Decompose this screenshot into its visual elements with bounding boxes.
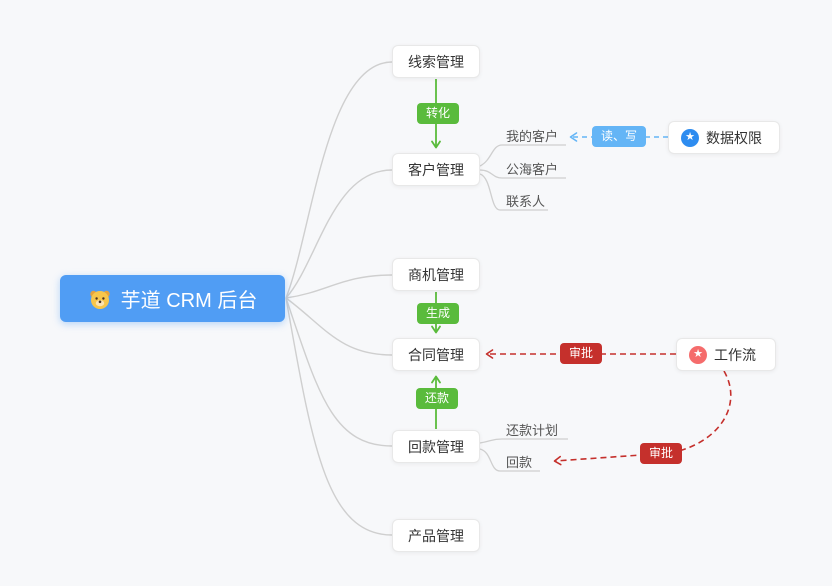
- node-label: 商机管理: [408, 266, 464, 283]
- leaf-label: 我的客户: [506, 129, 559, 144]
- node-label: 工作流: [714, 346, 756, 363]
- edge-label-approve-receivable: 审批: [640, 443, 683, 464]
- edge-label-convert: 转化: [417, 103, 460, 124]
- edge-root-clue: [285, 61, 393, 299]
- dog-mascot-icon: [88, 287, 112, 311]
- edge-root-product: [285, 297, 393, 536]
- node-contract-management[interactable]: 合同管理: [392, 338, 480, 371]
- node-product-management[interactable]: 产品管理: [392, 519, 480, 552]
- edge-label-approve-contract: 审批: [560, 343, 603, 364]
- node-label: 合同管理: [408, 346, 464, 363]
- node-clue-management[interactable]: 线索管理: [392, 45, 480, 78]
- node-label: 回款管理: [408, 438, 464, 455]
- edge-receivable-payment: [479, 448, 540, 472]
- node-customer-management[interactable]: 客户管理: [392, 153, 480, 186]
- leaf-contact[interactable]: 联系人: [506, 191, 545, 210]
- root-node-label: 芋道 CRM 后台: [120, 290, 258, 312]
- edge-customer-my: [479, 144, 566, 167]
- edge-label-repay: 还款: [416, 388, 459, 409]
- leaf-label: 回款: [506, 455, 533, 470]
- leaf-label: 联系人: [506, 194, 546, 209]
- edge-receivable-plan: [479, 438, 568, 444]
- root-node-crm-backend[interactable]: 芋道 CRM 后台: [60, 275, 285, 322]
- node-label: 客户管理: [408, 161, 464, 178]
- edge-customer-contact: [479, 173, 548, 211]
- node-label: 数据权限: [706, 129, 762, 146]
- edge-label-read-write: 读、写: [592, 126, 647, 147]
- leaf-label: 公海客户: [506, 162, 559, 177]
- node-workflow[interactable]: ★ 工作流: [676, 338, 776, 371]
- star-icon: ★: [689, 345, 707, 364]
- leaf-repayment-plan[interactable]: 还款计划: [506, 420, 558, 439]
- edge-customer-public: [479, 169, 566, 179]
- node-business-management[interactable]: 商机管理: [392, 258, 480, 291]
- edge-label-generate: 生成: [417, 303, 460, 324]
- node-receivable-management[interactable]: 回款管理: [392, 430, 480, 463]
- node-label: 产品管理: [408, 527, 464, 544]
- node-data-permission[interactable]: ★ 数据权限: [668, 121, 780, 154]
- leaf-public-customer[interactable]: 公海客户: [506, 159, 558, 178]
- node-label: 线索管理: [408, 53, 464, 70]
- edge-root-customer: [285, 169, 393, 299]
- leaf-label: 还款计划: [506, 423, 559, 438]
- star-icon: ★: [681, 128, 699, 147]
- edge-root-receivable: [285, 297, 393, 447]
- leaf-my-customer[interactable]: 我的客户: [506, 126, 558, 145]
- leaf-payment[interactable]: 回款: [506, 452, 532, 471]
- edge-root-contract: [285, 297, 393, 356]
- edge-root-business: [285, 274, 393, 299]
